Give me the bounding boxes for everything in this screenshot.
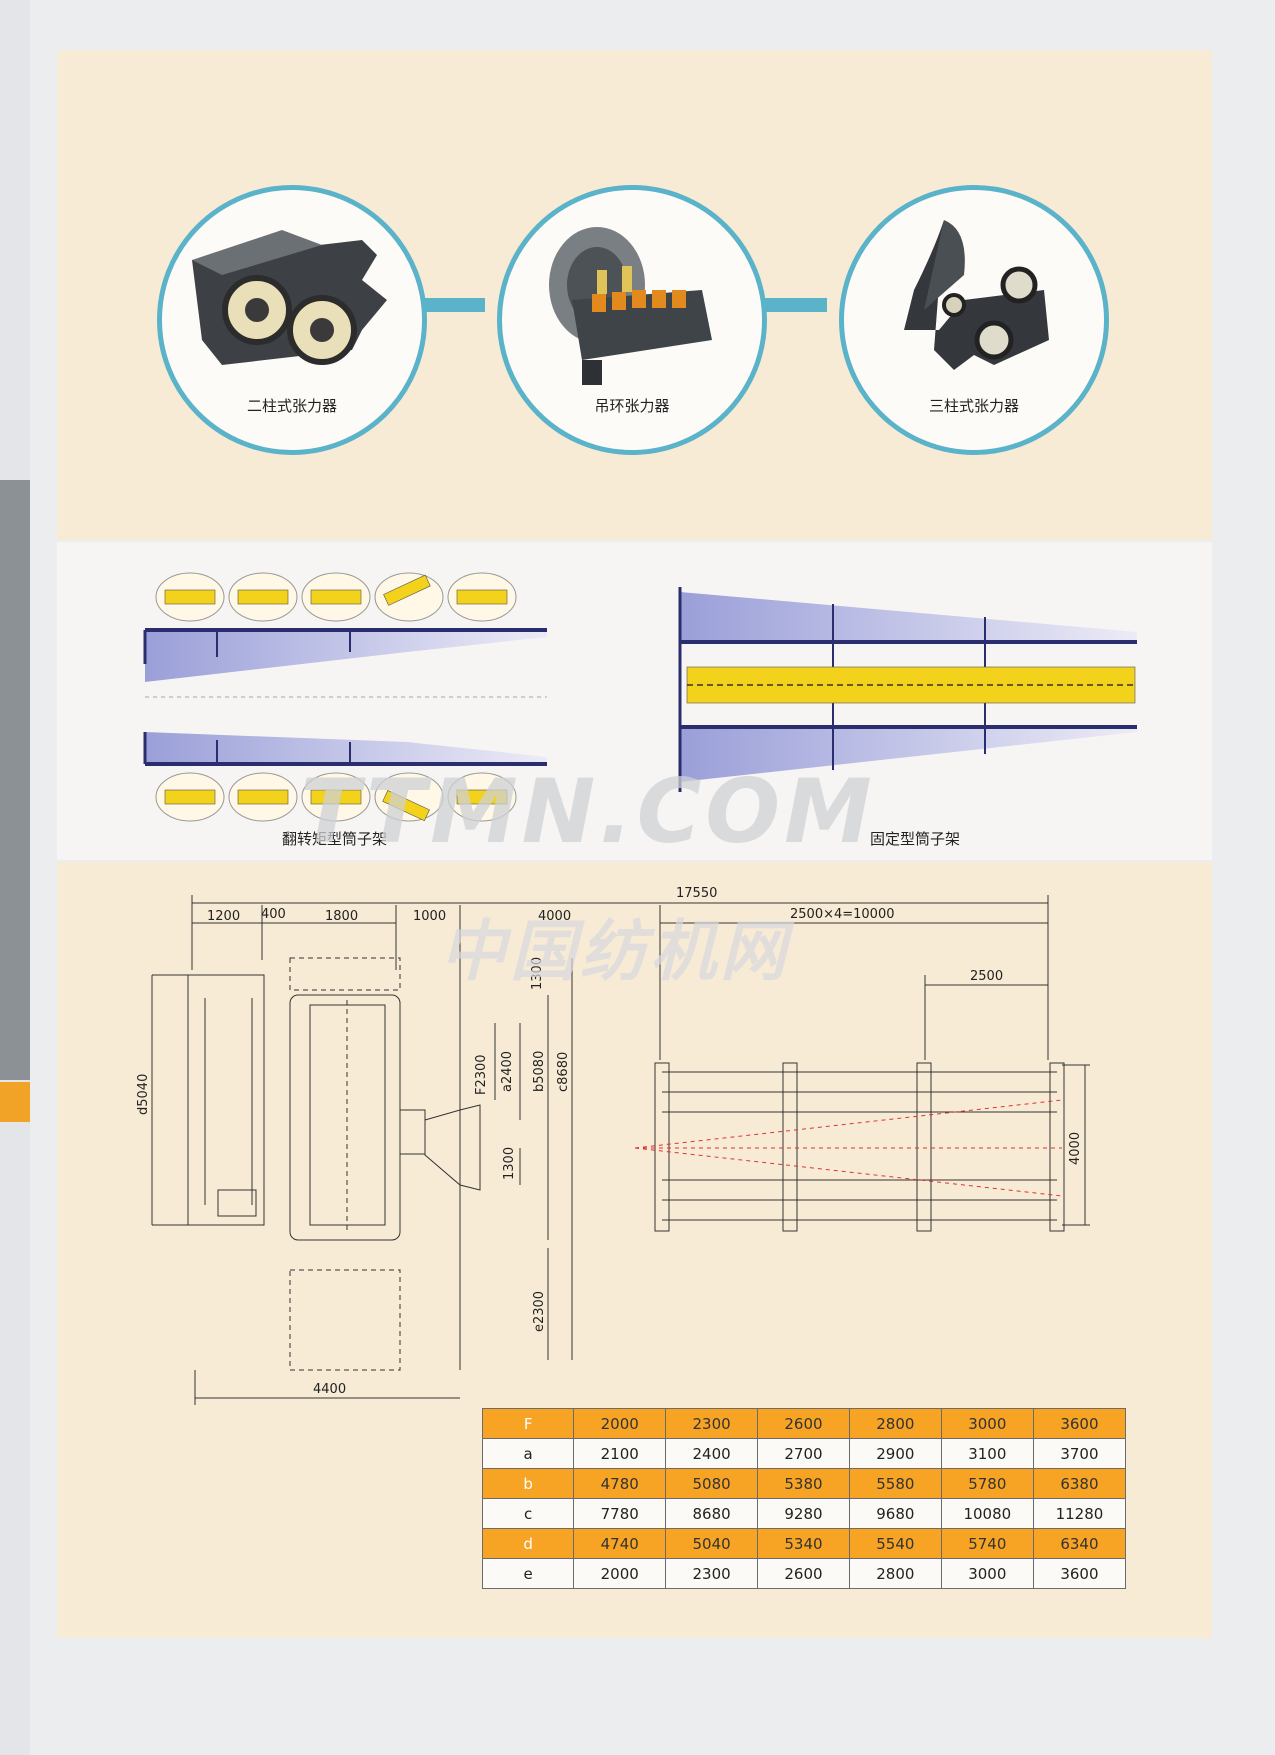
table-cell: 5340 bbox=[757, 1528, 850, 1559]
table-cell: 5040 bbox=[665, 1528, 759, 1559]
table-cell: 5380 bbox=[757, 1468, 850, 1499]
tensioner-panel: 二柱式张力器 吊环张力器 三柱式张力器 bbox=[57, 50, 1212, 540]
dim-400: 400 bbox=[261, 907, 286, 922]
circle-connector bbox=[415, 298, 485, 312]
table-cell: 2800 bbox=[848, 1558, 942, 1589]
three-post-tensioner-icon bbox=[904, 220, 1049, 370]
tensioner-circle-ring: 吊环张力器 bbox=[497, 185, 767, 455]
table-cell: 7780 bbox=[573, 1498, 667, 1529]
creel-panel: 翻转矩型筒子架 固定型筒子架 bbox=[57, 542, 1212, 860]
table-cell: 6340 bbox=[1032, 1528, 1127, 1559]
table-cell: 3000 bbox=[940, 1408, 1034, 1439]
dim-c8680: c8680 bbox=[556, 1051, 571, 1092]
table-cell: 10080 bbox=[940, 1498, 1034, 1529]
dim-1300-top: 1300 bbox=[530, 956, 545, 990]
table-cell: 5540 bbox=[848, 1528, 942, 1559]
dim-d5040: d5040 bbox=[136, 1073, 151, 1115]
dim-4400: 4400 bbox=[313, 1382, 347, 1397]
rotary-creel-label: 翻转矩型筒子架 bbox=[282, 830, 388, 848]
table-cell: 5780 bbox=[940, 1468, 1034, 1499]
dim-4000-right: 4000 bbox=[1068, 1131, 1083, 1165]
table-cell: 2700 bbox=[757, 1438, 850, 1469]
row-key: F bbox=[481, 1408, 575, 1439]
table-cell: 5740 bbox=[940, 1528, 1034, 1559]
table-cell: 2600 bbox=[757, 1558, 850, 1589]
table-cell: 3600 bbox=[1032, 1408, 1127, 1439]
table-cell: 4780 bbox=[573, 1468, 667, 1499]
tensioner-circle-two-post: 二柱式张力器 bbox=[157, 185, 427, 455]
table-cell: 8680 bbox=[665, 1498, 759, 1529]
row-key: c bbox=[481, 1498, 575, 1529]
dim-1800: 1800 bbox=[325, 909, 359, 924]
dim-a2400: a2400 bbox=[500, 1050, 515, 1092]
dim-b5080: b5080 bbox=[532, 1050, 547, 1092]
table-cell: 2900 bbox=[848, 1438, 942, 1469]
table-cell: 2800 bbox=[848, 1408, 942, 1439]
table-cell: 6380 bbox=[1032, 1468, 1127, 1499]
creel-illustrations bbox=[143, 572, 1137, 822]
table-cell: 9280 bbox=[757, 1498, 850, 1529]
table-cell: 2100 bbox=[573, 1438, 667, 1469]
tensioner-label: 吊环张力器 bbox=[594, 397, 670, 415]
dim-1300-mid: 1300 bbox=[502, 1146, 517, 1180]
dim-1000: 1000 bbox=[413, 909, 447, 924]
table-cell: 3000 bbox=[940, 1558, 1034, 1589]
table-cell: 3700 bbox=[1032, 1438, 1127, 1469]
edge-band-orange bbox=[0, 1082, 30, 1122]
dim-section-spacing: 2500×4=10000 bbox=[790, 907, 895, 922]
table-row: d 4740 5040 5340 5540 5740 6340 bbox=[481, 1528, 1127, 1559]
fixed-creel-label: 固定型筒子架 bbox=[870, 830, 961, 848]
tensioner-label: 三柱式张力器 bbox=[928, 397, 1019, 415]
table-row: a 2100 2400 2700 2900 3100 3700 bbox=[481, 1438, 1127, 1469]
table-cell: 2300 bbox=[665, 1558, 759, 1589]
yarn-path-lines bbox=[634, 1099, 1063, 1197]
spec-table: F 2000 2300 2600 2800 3000 3600 a 2100 2… bbox=[481, 1408, 1127, 1589]
circle-connector bbox=[757, 298, 827, 312]
table-row: e 2000 2300 2600 2800 3000 3600 bbox=[481, 1558, 1127, 1589]
rotary-creel-diagram bbox=[143, 572, 547, 822]
row-key: d bbox=[481, 1528, 575, 1559]
row-key: a bbox=[481, 1438, 575, 1469]
ring-tensioner-icon bbox=[549, 227, 712, 385]
table-cell: 11280 bbox=[1032, 1498, 1127, 1529]
edge-band-dark bbox=[0, 480, 30, 1080]
row-key: e bbox=[481, 1558, 575, 1589]
table-cell: 9680 bbox=[848, 1498, 942, 1529]
dim-total: 17550 bbox=[676, 886, 718, 901]
table-cell: 5580 bbox=[848, 1468, 942, 1499]
table-cell: 2300 bbox=[665, 1408, 759, 1439]
table-cell: 2000 bbox=[573, 1558, 667, 1589]
table-cell: 2600 bbox=[757, 1408, 850, 1439]
dim-1200: 1200 bbox=[207, 909, 241, 924]
dim-e2300: e2300 bbox=[532, 1290, 547, 1332]
table-cell: 2000 bbox=[573, 1408, 667, 1439]
table-cell: 4740 bbox=[573, 1528, 667, 1559]
table-row: b 4780 5080 5380 5580 5780 6380 bbox=[481, 1468, 1127, 1499]
dim-2500: 2500 bbox=[970, 969, 1004, 984]
fixed-creel-diagram bbox=[678, 587, 1137, 792]
table-row: F 2000 2300 2600 2800 3000 3600 bbox=[481, 1408, 1127, 1439]
dim-4000-top: 4000 bbox=[538, 909, 572, 924]
table-cell: 3600 bbox=[1032, 1558, 1127, 1589]
two-post-tensioner-icon bbox=[192, 230, 387, 365]
tensioner-circle-three-post: 三柱式张力器 bbox=[839, 185, 1109, 455]
dim-f2300: F2300 bbox=[474, 1054, 489, 1095]
tensioner-label: 二柱式张力器 bbox=[246, 397, 337, 415]
row-key: b bbox=[481, 1468, 575, 1499]
table-cell: 2400 bbox=[665, 1438, 759, 1469]
table-row: c 7780 8680 9280 9680 10080 11280 bbox=[481, 1498, 1127, 1529]
table-cell: 5080 bbox=[665, 1468, 759, 1499]
table-cell: 3100 bbox=[940, 1438, 1034, 1469]
